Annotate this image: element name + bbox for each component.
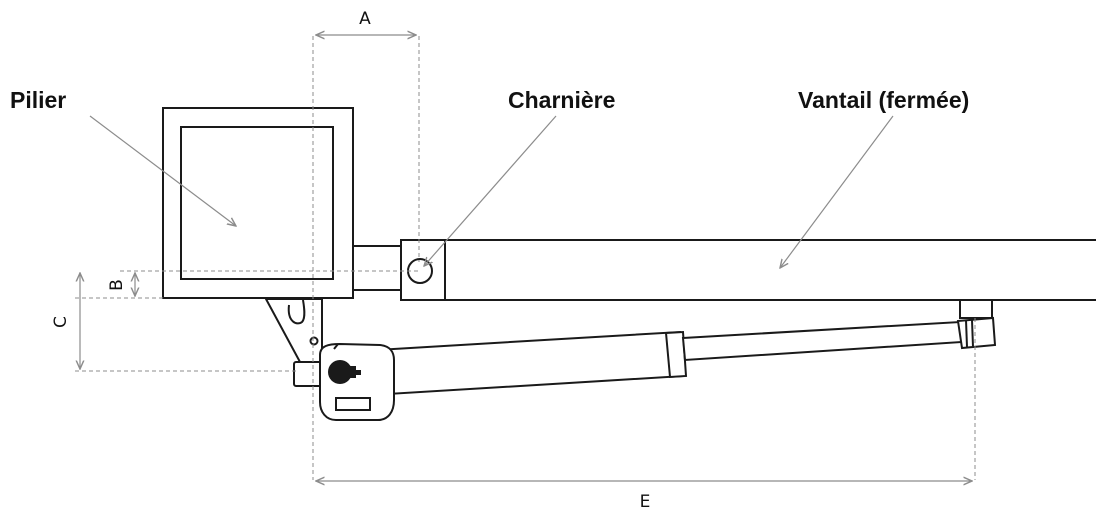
gate-leaf-label: Vantail (fermée) — [798, 87, 969, 113]
dimension-b-label: B — [107, 279, 127, 291]
leader-lines — [89, 115, 894, 268]
hinge-pin — [407, 258, 433, 284]
rear-mounting-bracket — [264, 298, 323, 363]
hinge-bracket — [352, 239, 446, 301]
actuator-arm — [293, 299, 997, 421]
pillar — [162, 107, 354, 299]
pillar-label: Pilier — [10, 87, 66, 113]
gate-leaf — [444, 239, 1096, 301]
dimension-a-label: A — [359, 9, 371, 29]
reference-lines — [75, 36, 976, 480]
dimension-c-label: C — [51, 316, 71, 328]
dimension-e-label: E — [640, 492, 651, 512]
dimension-lines — [80, 35, 972, 481]
hinge-label: Charnière — [508, 87, 615, 113]
